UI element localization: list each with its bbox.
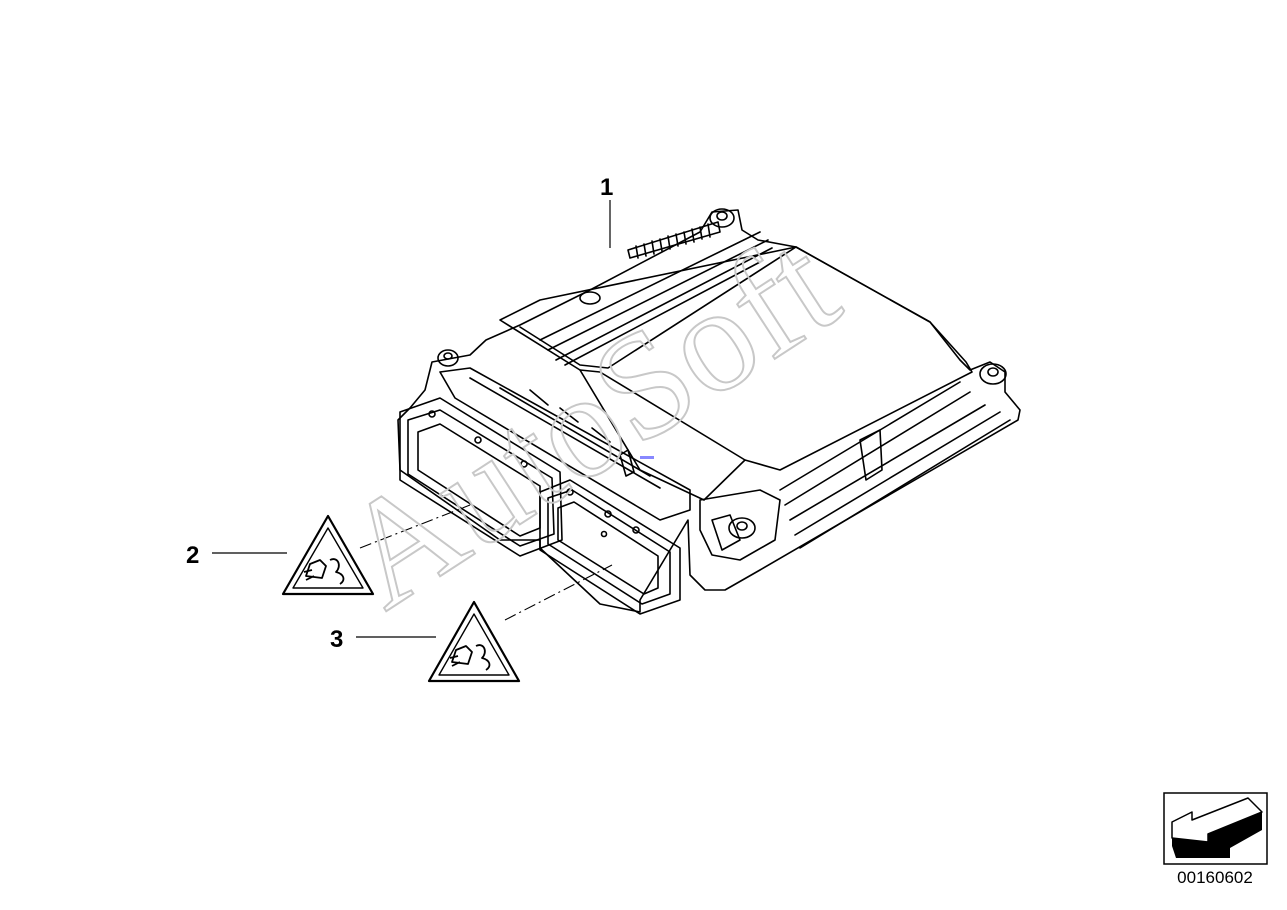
warning-triangle-connector-icon (449, 644, 491, 671)
warning-triangle-connector-icon (303, 558, 345, 585)
placement-lines (359, 504, 613, 621)
warning-triangle-outer-3 (427, 600, 521, 683)
warning-label-2[interactable] (281, 514, 375, 596)
callout-1[interactable]: 1 (600, 174, 613, 201)
leader-lines (212, 200, 611, 638)
warning-triangle-outer-2 (281, 514, 375, 596)
marker (640, 456, 654, 459)
callout-3[interactable]: 3 (330, 626, 343, 653)
back-arrow-icon[interactable] (1171, 797, 1263, 858)
nav-box[interactable] (1163, 792, 1268, 865)
warning-label-3[interactable] (427, 600, 521, 683)
ecu-drawing[interactable] (397, 208, 1021, 615)
callout-2[interactable]: 2 (186, 542, 199, 569)
reference-number: 00160602 (1177, 868, 1253, 887)
watermark-text: AutoSoft (313, 201, 865, 640)
